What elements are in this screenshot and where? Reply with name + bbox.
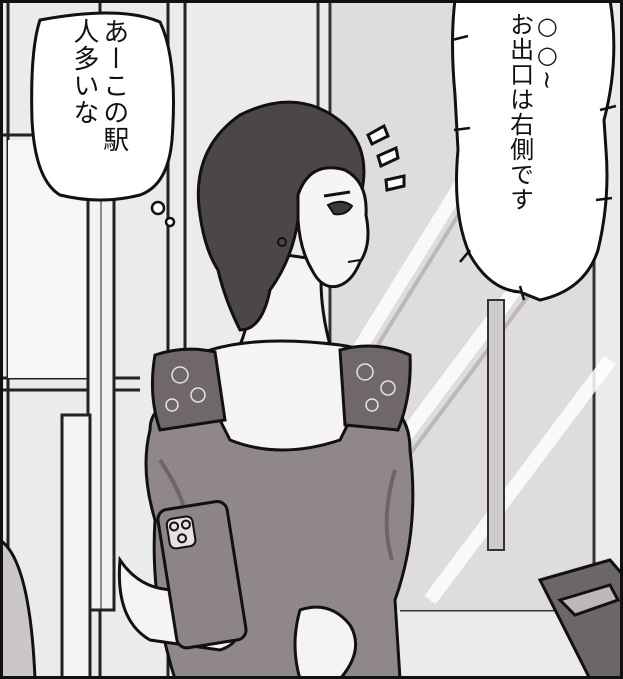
- eye: [326, 200, 354, 216]
- passenger-phone: [537, 558, 623, 679]
- phone-camera: [165, 515, 197, 550]
- speech-line-1: ○○~: [533, 12, 562, 92]
- woman-figure: [117, 100, 415, 679]
- eyebrow: [323, 190, 351, 198]
- thought-line-2: 人多いな: [68, 18, 99, 126]
- lace-sleeve-right: [338, 344, 412, 432]
- earring: [277, 237, 287, 247]
- face: [296, 166, 370, 289]
- seat-divider: [60, 413, 92, 679]
- speech-bubble: [451, 0, 617, 302]
- speech-line-2: お出口は右側です: [505, 12, 534, 212]
- hand-right: [293, 605, 358, 679]
- right-pole: [487, 299, 505, 551]
- lace-sleeve-left: [150, 347, 227, 432]
- thought-bubble: [30, 11, 176, 228]
- thought-bubble-text: あーこの駅 人多いな: [68, 18, 129, 153]
- surprise-marks: [366, 123, 406, 192]
- lace-pattern: [165, 363, 396, 412]
- grab-pole: [86, 188, 116, 612]
- mouth: [347, 259, 361, 263]
- speech-bubble-text: ○○~ お出口は右側です: [505, 12, 562, 212]
- thought-line-1: あーこの駅: [98, 18, 129, 153]
